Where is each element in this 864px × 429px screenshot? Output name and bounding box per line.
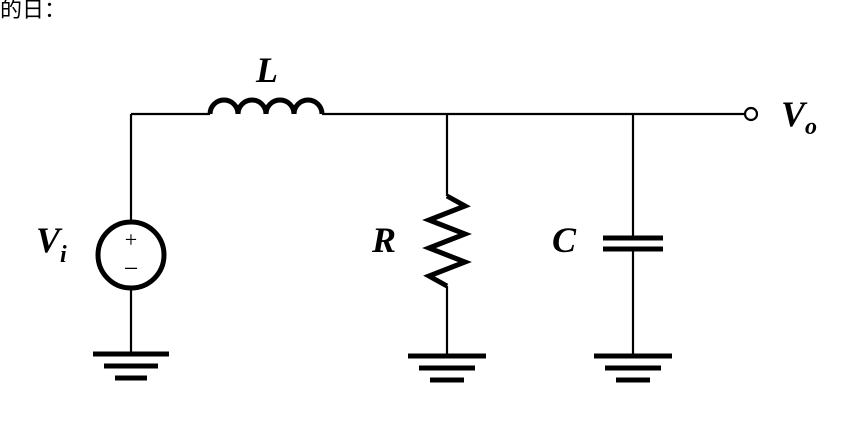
resistor-label: R: [371, 220, 396, 260]
ground-symbol-source: [93, 351, 169, 381]
output-terminal: [743, 106, 759, 122]
output-label: V: [781, 94, 808, 134]
output-subscript: o: [805, 114, 817, 140]
ground-symbol-capacitor: [594, 353, 672, 383]
resistor-symbol: [422, 193, 472, 289]
inductor-label: L: [255, 50, 278, 90]
source-label: V: [36, 220, 63, 260]
source-minus-sign: −: [124, 254, 139, 283]
ground-symbol-resistor: [408, 353, 486, 383]
inductor-symbol: [207, 97, 325, 115]
capacitor-label: C: [552, 220, 577, 260]
caption-fragment: 的日：: [0, 0, 67, 23]
source-plus-sign: +: [125, 227, 137, 252]
source-subscript: i: [60, 242, 67, 268]
